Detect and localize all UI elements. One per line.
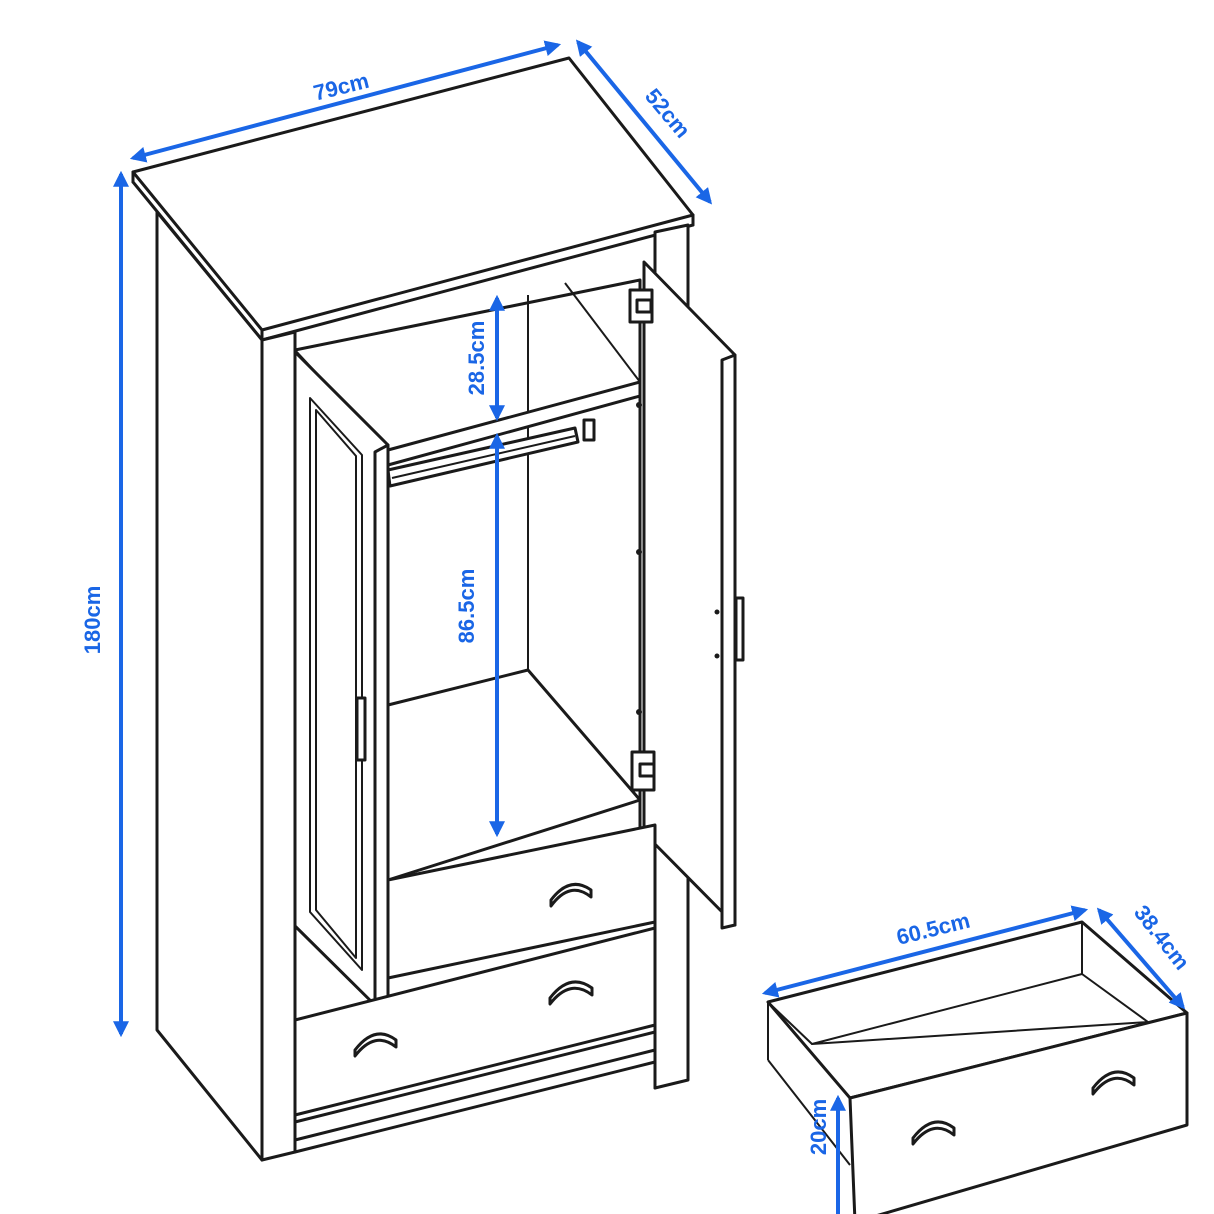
cup-handle-icon [911, 1120, 956, 1146]
left-door [293, 350, 390, 1024]
depth-label: 52cm [640, 84, 695, 143]
drawer-height-label: 20cm [806, 1099, 831, 1155]
cup-handle-icon [548, 980, 594, 1006]
wardrobe [131, 56, 745, 1162]
right-door [628, 260, 745, 930]
top-shelf-height-label: 28.5cm [464, 321, 489, 396]
width-label: 79cm [311, 68, 372, 106]
cup-handle-icon [549, 882, 593, 908]
wardrobe-left-side [155, 210, 264, 1162]
hanging-height-label: 86.5cm [454, 569, 479, 644]
arrowhead-icon [1096, 907, 1186, 1010]
bar-handle-icon [734, 596, 745, 662]
drawer-depth-label: 38.4cm [1129, 900, 1195, 974]
cup-handle-icon [1091, 1070, 1136, 1096]
cup-handle-icon [353, 1032, 398, 1058]
door-hinge-icon [630, 750, 656, 792]
bar-handle-icon [355, 696, 367, 762]
hanging-rail [386, 418, 596, 488]
upper-drawer [386, 823, 657, 980]
door-hinge-icon [628, 288, 654, 324]
drawer-detail [766, 920, 1189, 1214]
height-label: 180cm [80, 586, 105, 655]
wardrobe-front-stile [260, 330, 297, 1162]
drawer-front [848, 1011, 1189, 1214]
arrowhead-icon [129, 40, 562, 163]
arrowhead-icon [761, 905, 1089, 998]
arrowhead-icon [575, 39, 713, 205]
lower-drawer [293, 926, 657, 1142]
dimension-lines [113, 39, 1186, 1214]
